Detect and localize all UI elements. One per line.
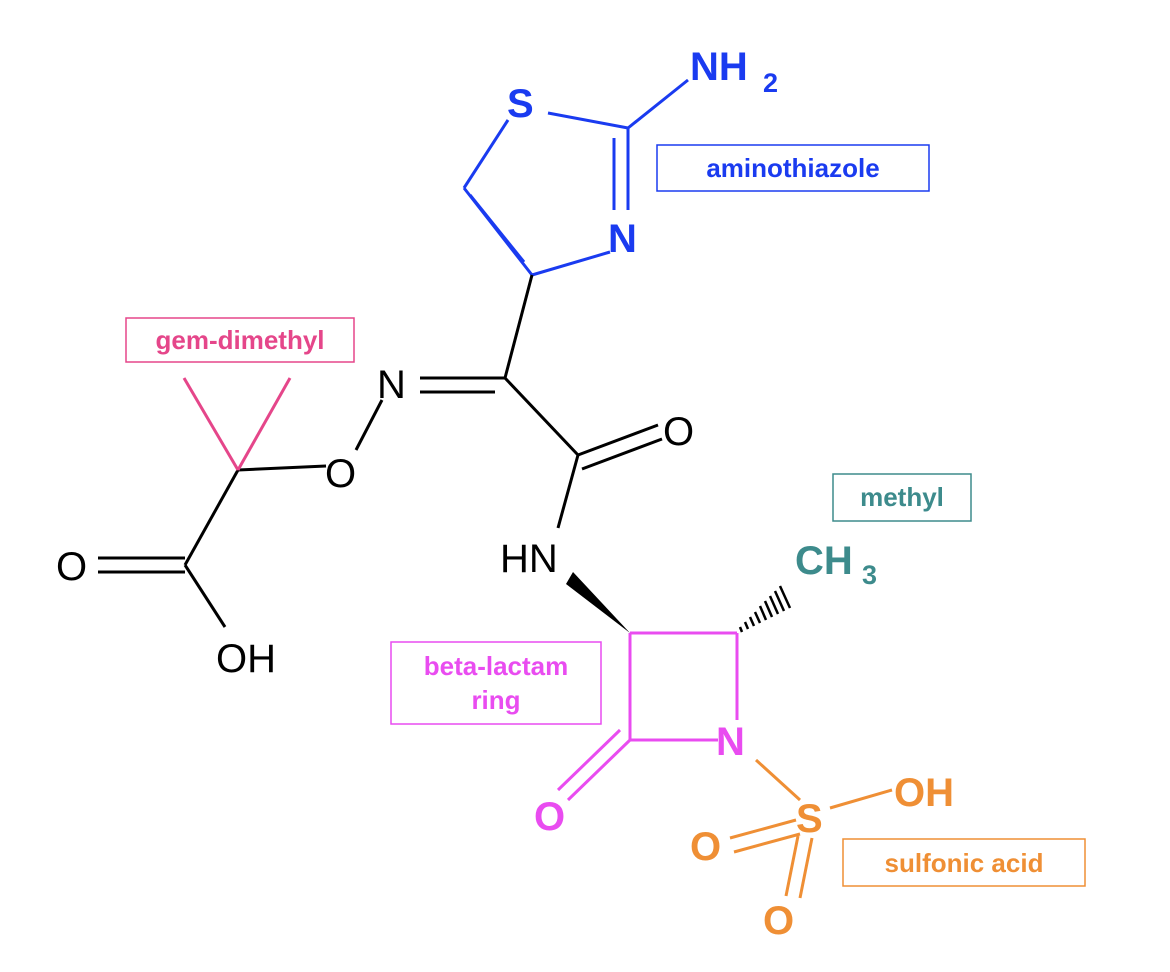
bond-cq-cooh [183, 469, 240, 566]
beta-lactam-bonds [556, 631, 739, 802]
atom-nh2: NH [690, 45, 748, 89]
aminothiazole-group [462, 78, 689, 277]
bond-o-cq [237, 464, 327, 472]
atom-o-carbonyl-acid: O [56, 545, 87, 589]
bond-n3-c4 [531, 250, 611, 277]
atom-s-thiazole: S [507, 82, 534, 126]
atom-n-lactam: N [716, 720, 745, 764]
bond-cooh-oh [183, 564, 227, 628]
label-gem-dimethyl: gem-dimethyl [125, 317, 355, 363]
atom-s-sulfonic: S [796, 797, 823, 841]
bond-amideC-nh [556, 454, 580, 529]
bond-n1-s [754, 758, 802, 802]
atom-ch3: CH [795, 539, 853, 583]
beta-lactam-atoms: N O [534, 720, 745, 839]
bond-c4-c5-b [468, 194, 526, 263]
bond-s-o-left-a [729, 818, 797, 840]
bond-oximeC-amideC [503, 376, 580, 457]
wedge-bond-nh-c3 [566, 572, 630, 633]
atom-n-oxime: N [377, 363, 406, 407]
backbone-bonds [98, 274, 663, 628]
sulfonic-acid-atoms: S OH O O [690, 771, 954, 943]
bond-c5-s [462, 119, 510, 189]
label-aminothiazole-text: aminothiazole [706, 153, 879, 183]
atom-o-sulfonic-bottom: O [763, 899, 794, 943]
label-beta-lactam-ring: beta-lactam ring [390, 641, 602, 725]
label-aminothiazole: aminothiazole [656, 144, 930, 192]
backbone-atoms: N O O HN O OH [56, 363, 694, 681]
bond-cq-methyl-right [236, 377, 292, 471]
bond-s-o-bottom-b [798, 837, 814, 899]
label-methyl-text: methyl [860, 482, 944, 512]
atom-n-thiazole: N [608, 217, 637, 261]
bond-n-o [354, 399, 384, 451]
label-beta-lactam-line1: beta-lactam [424, 651, 569, 681]
atom-o-oxime: O [325, 452, 356, 496]
bond-s-c2 [547, 111, 629, 130]
bond-c4-oximeC [503, 274, 534, 379]
bond-c2-o-a [566, 738, 632, 802]
bond-cq-methyl-left [182, 377, 240, 471]
methyl-atom: CH 3 [795, 539, 877, 590]
bond-s-oh [829, 788, 893, 810]
atom-ch3-subscript: 3 [862, 560, 877, 590]
label-gem-dimethyl-text: gem-dimethyl [155, 325, 324, 355]
gem-dimethyl-bonds [182, 377, 292, 471]
sulfonic-acid-bonds [729, 758, 893, 899]
bond-amideC-o-a [577, 423, 659, 457]
atom-o-sulfonic-left: O [690, 825, 721, 869]
bond-s-o-left-b [733, 832, 801, 854]
atom-oh-acid: OH [216, 637, 276, 681]
label-sulfonic-acid-text: sulfonic acid [885, 848, 1044, 878]
atom-o-amide: O [663, 410, 694, 454]
atom-o-lactam: O [534, 795, 565, 839]
aminothiazole-atoms: S NH 2 N [507, 45, 778, 261]
label-methyl: methyl [832, 473, 972, 522]
hashed-bond-c4-ch3 [738, 585, 792, 633]
atom-oh-sulfonic: OH [894, 771, 954, 815]
label-beta-lactam-line2: ring [471, 685, 520, 715]
bond-c2-o-b [556, 728, 622, 792]
bond-c2-nh2 [627, 78, 689, 130]
atom-nh2-subscript: 2 [763, 68, 778, 98]
atom-hn-amide: HN [500, 537, 558, 581]
bond-s-o-bottom-a [784, 835, 800, 897]
label-sulfonic-acid: sulfonic acid [842, 838, 1086, 887]
bond-amideC-o-b [581, 437, 663, 471]
